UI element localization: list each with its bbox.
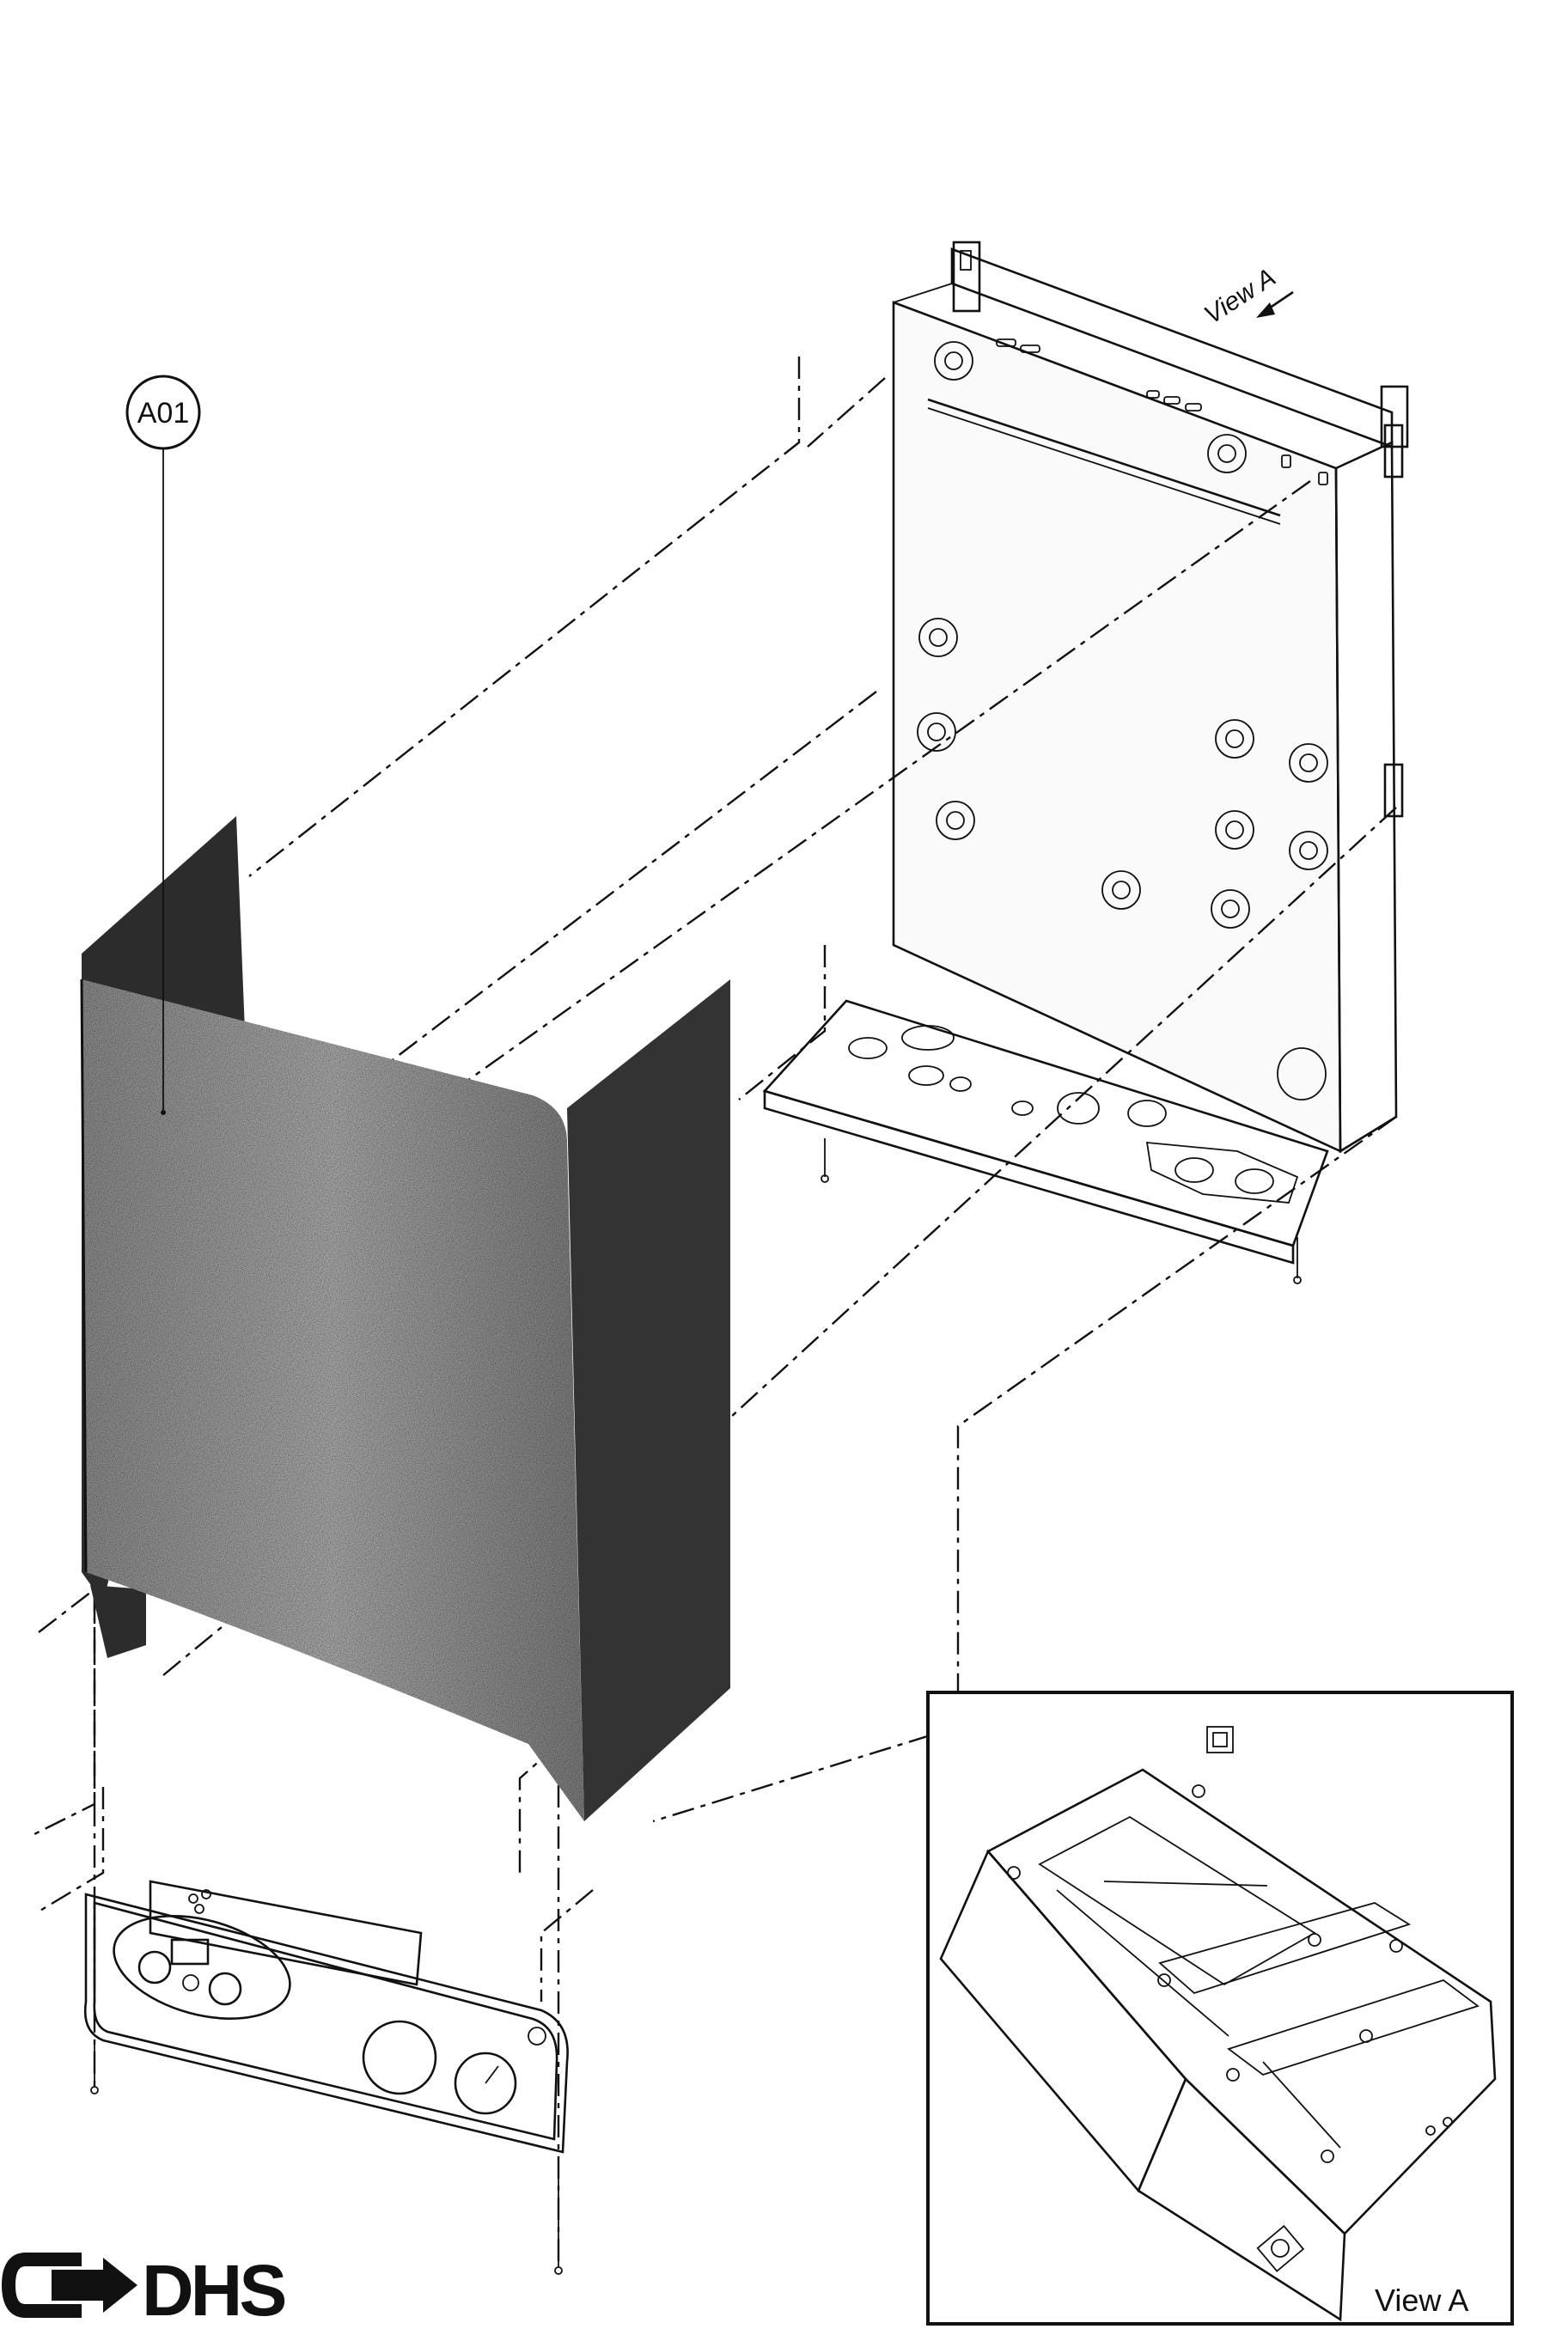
dhs-logo: DHS: [1, 2250, 288, 2329]
casing-a01: A01: [80, 375, 730, 1821]
chassis-bosses: [917, 341, 1328, 929]
inset-caption: View A: [1375, 2283, 1468, 2318]
view-a-inset: View A: [926, 1691, 1514, 2326]
logo-text: DHS: [142, 2250, 284, 2329]
control-fascia: [83, 1880, 569, 2275]
view-direction-label: View A: [1199, 263, 1281, 330]
alignment-lines: [34, 357, 1397, 2268]
part-label: A01: [137, 397, 190, 430]
view-direction-arrow: View A: [1199, 263, 1294, 330]
part-label-balloon: [125, 375, 201, 450]
